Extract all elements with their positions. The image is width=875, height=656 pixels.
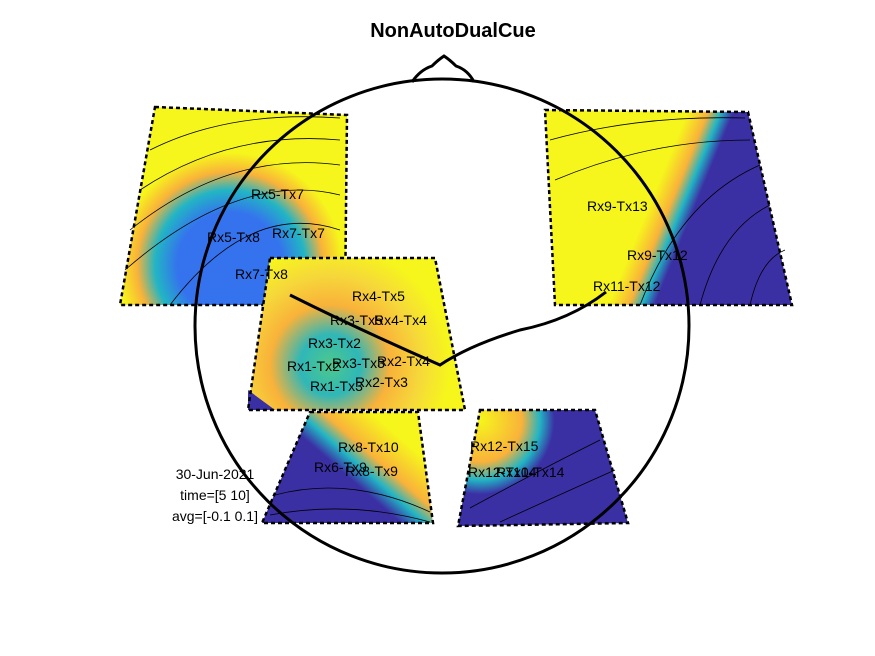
channel-label: Rx9-Tx12 (627, 247, 688, 263)
channel-label: Rx8-Tx9 (345, 463, 398, 479)
channel-label: Rx5-Tx8 (207, 229, 260, 245)
channel-label: Rx1-Tx3 (310, 378, 363, 394)
channel-label: Rx8-Tx10 (338, 439, 399, 455)
head-outline (193, 54, 691, 575)
central-sulcus-line (289, 290, 607, 367)
time-range-label: time=[5 10] (180, 487, 250, 503)
channel-label: Rx2-Tx3 (355, 374, 408, 390)
central-patch (246, 256, 467, 412)
figure-title: NonAutoDualCue (370, 20, 536, 42)
channel-label: Rx12-Tx14 (468, 464, 537, 480)
channel-label: Rx6-Tx9 (314, 459, 367, 475)
right-frontal-patch (543, 108, 794, 307)
channel-label: Rx4-Tx5 (352, 288, 405, 304)
nose (410, 54, 476, 83)
channel-labels: Rx5-Tx7 Rx5-Tx8 Rx7-Tx7 Rx7-Tx8 Rx9-Tx13… (207, 186, 688, 480)
channel-label: Rx4-Tx4 (374, 312, 427, 328)
channel-label: Rx3-Tx5 (330, 312, 383, 328)
channel-label: Rx5-Tx7 (251, 186, 304, 202)
left-occipital-patch (260, 410, 435, 525)
channel-label: Rx3-Tx3 (332, 355, 385, 371)
channel-label: Rx11-Tx12 (593, 278, 661, 294)
channel-label: Rx7-Tx8 (235, 266, 288, 282)
channel-label: Rx10-Tx14 (496, 464, 565, 480)
channel-label: Rx1-Tx2 (287, 358, 340, 374)
average-range-label: avg=[-0.1 0.1] (171, 508, 258, 524)
channel-label: Rx3-Tx2 (308, 335, 361, 351)
channel-label: Rx12-Tx15 (470, 438, 539, 454)
right-occipital-patch (456, 408, 630, 528)
channel-label: Rx9-Tx13 (587, 198, 648, 214)
channel-label: Rx7-Tx7 (272, 225, 325, 241)
left-frontal-patch (118, 105, 349, 307)
date-label: 30-Jun-2021 (175, 466, 255, 482)
channel-label: Rx2-Tx4 (377, 353, 430, 369)
